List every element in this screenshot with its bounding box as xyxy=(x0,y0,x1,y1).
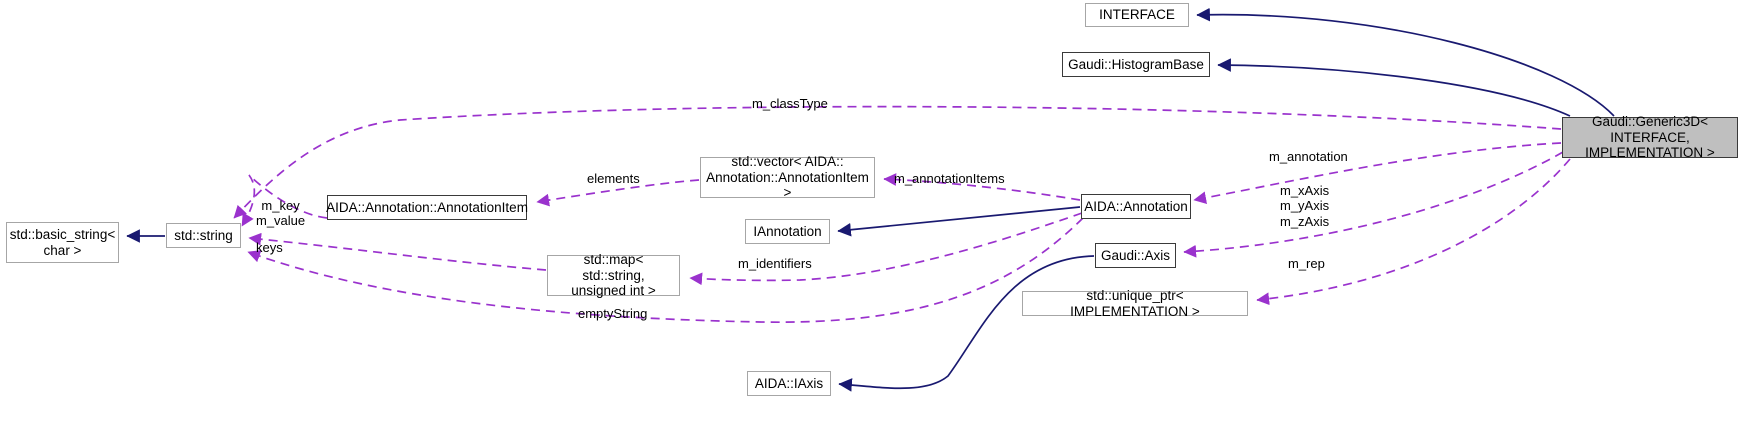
edge-generic3d-interface xyxy=(1196,7,1615,117)
edge-label-m-key-m-value: m_key m_value xyxy=(256,198,306,229)
node-gaudi-generic3d[interactable]: Gaudi::Generic3D< INTERFACE, IMPLEMENTAT… xyxy=(1562,114,1738,160)
edge-m-rep xyxy=(1256,158,1571,306)
node-interface[interactable]: INTERFACE xyxy=(1085,3,1189,27)
edge-m-identifiers xyxy=(689,212,1083,286)
edge-label-m-axes: m_xAxis m_yAxis m_zAxis xyxy=(1280,183,1330,229)
edge-label-m-identifiers: m_identifiers xyxy=(738,256,812,271)
node-aida-iaxis[interactable]: AIDA::IAxis xyxy=(747,371,831,396)
node-std-string[interactable]: std::string xyxy=(166,223,241,248)
edge-elements xyxy=(536,179,700,207)
edge-gaudiaxis-aidaiaxis xyxy=(838,255,1095,392)
edge-m-classtype xyxy=(233,105,1562,219)
edge-label-emptystring: emptyString xyxy=(578,306,648,321)
edge-label-m-annotationitems: m_annotationItems xyxy=(894,171,1005,186)
node-std-map-string-uint[interactable]: std::map< std::string, unsigned int > xyxy=(547,252,680,298)
edge-label-elements: elements xyxy=(587,171,640,186)
edge-label-m-annotation: m_annotation xyxy=(1269,149,1348,164)
edge-keys xyxy=(248,232,547,271)
edge-emptystring xyxy=(247,217,1084,324)
edge-annotation-iannotation xyxy=(837,206,1081,237)
node-aida-annotation[interactable]: AIDA::Annotation xyxy=(1081,194,1191,219)
edge-m-annotationitems xyxy=(883,173,1081,201)
node-iannotation[interactable]: IAnnotation xyxy=(745,219,830,244)
node-gaudi-histogrambase[interactable]: Gaudi::HistogramBase xyxy=(1062,52,1210,77)
edge-label-m-classtype: m_classType xyxy=(752,96,828,111)
edge-label-keys: keys xyxy=(256,240,283,255)
node-std-unique-ptr-implementation[interactable]: std::unique_ptr< IMPLEMENTATION > xyxy=(1022,288,1248,319)
edge-m-key-m-value xyxy=(241,174,328,227)
edge-m-axes xyxy=(1183,151,1564,258)
edge-m-annotation xyxy=(1193,142,1562,205)
node-std-basic-string[interactable]: std::basic_string< char > xyxy=(6,222,119,263)
node-gaudi-axis[interactable]: Gaudi::Axis xyxy=(1095,243,1176,268)
node-aida-annotation-annotationitem[interactable]: AIDA::Annotation::AnnotationItem xyxy=(326,195,528,220)
edge-label-m-rep: m_rep xyxy=(1288,256,1325,271)
node-std-vector-annotationitem[interactable]: std::vector< AIDA:: Annotation::Annotati… xyxy=(700,154,875,200)
edge-generic3d-histogrambase xyxy=(1217,58,1571,117)
